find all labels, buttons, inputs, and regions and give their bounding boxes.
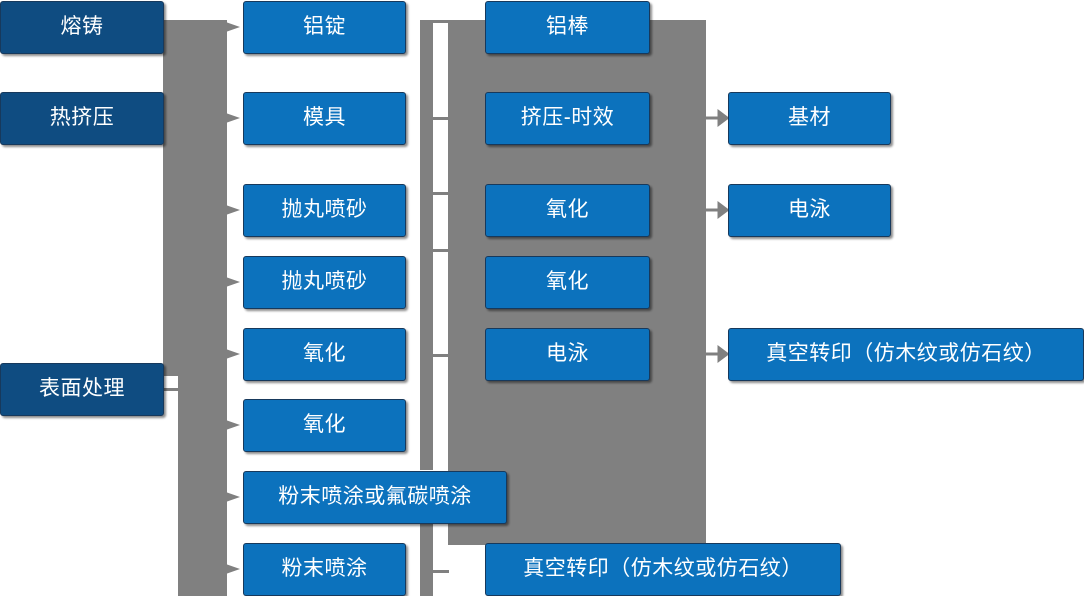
operation-box-powder-or-fluorocarbon-coating[interactable]: 粉末喷涂或氟碳喷涂: [243, 471, 507, 524]
operation-label: 粉末喷涂或氟碳喷涂: [278, 485, 472, 509]
operation-label: 抛丸喷砂: [281, 198, 368, 222]
product-box-vacuum-transfer-printing[interactable]: 真空转印（仿木纹或仿石纹）: [728, 328, 1084, 381]
product-label: 电泳: [788, 198, 831, 222]
operation-label: 粉末喷涂: [281, 557, 368, 581]
operation-box-oxidation-2[interactable]: 氧化: [243, 399, 406, 452]
operation-label: 抛丸喷砂: [281, 270, 368, 294]
treatment-label: 氧化: [546, 270, 589, 294]
operation-box-oxidation-1[interactable]: 氧化: [243, 328, 406, 381]
treatment-label: 氧化: [546, 198, 589, 222]
treatment-label: 电泳: [546, 342, 589, 366]
treatment-label: 挤压-时效: [520, 106, 615, 130]
stage-box-melting-casting[interactable]: 熔铸: [0, 1, 164, 54]
operation-box-shot-blasting-1[interactable]: 抛丸喷砂: [243, 184, 406, 237]
operation-label: 氧化: [303, 342, 346, 366]
treatment-box-aluminum-bar[interactable]: 铝棒: [485, 1, 650, 54]
operation-box-powder-coating[interactable]: 粉末喷涂: [243, 543, 406, 596]
treatment-box-oxidation-1[interactable]: 氧化: [485, 184, 650, 237]
treatment-label: 铝棒: [546, 15, 589, 39]
treatment-box-oxidation-2[interactable]: 氧化: [485, 256, 650, 309]
operation-box-aluminum-ingot[interactable]: 铝锭: [243, 1, 406, 54]
product-label: 真空转印（仿木纹或仿石纹）: [766, 342, 1046, 366]
stage-label: 熔铸: [60, 15, 104, 39]
treatment-box-extrusion-aging[interactable]: 挤压-时效: [485, 92, 650, 145]
stage-box-hot-extrusion[interactable]: 热挤压: [0, 92, 164, 145]
operation-label: 模具: [303, 106, 346, 130]
operation-box-mold[interactable]: 模具: [243, 92, 406, 145]
operation-label: 铝锭: [303, 15, 346, 39]
stage-label: 热挤压: [49, 106, 115, 130]
operation-box-shot-blasting-2[interactable]: 抛丸喷砂: [243, 256, 406, 309]
operation-label: 氧化: [303, 413, 346, 437]
left-band-arrowheads: [220, 20, 240, 576]
treatment-box-electrophoresis[interactable]: 电泳: [485, 328, 650, 381]
treatment-box-vacuum-transfer-printing[interactable]: 真空转印（仿木纹或仿石纹）: [485, 543, 841, 596]
product-box-electrophoresis[interactable]: 电泳: [728, 184, 891, 237]
stage-box-surface-treatment[interactable]: 表面处理: [0, 363, 164, 416]
treatment-label: 真空转印（仿木纹或仿石纹）: [523, 557, 803, 581]
product-box-base-material[interactable]: 基材: [728, 92, 891, 145]
product-label: 基材: [788, 106, 831, 130]
stage-label: 表面处理: [39, 377, 125, 401]
wide-band-arrowheads: [706, 109, 730, 363]
